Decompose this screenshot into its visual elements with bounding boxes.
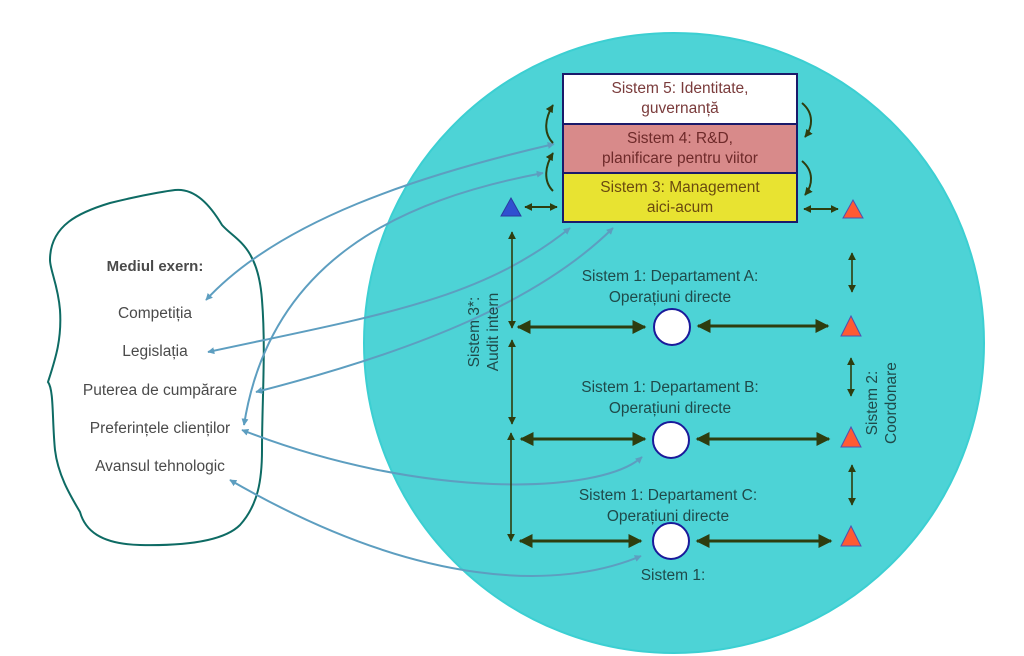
department-a-line1: Sistem 1: Departament A: [581,268,759,285]
link-arrow-s3-puterea [255,227,614,394]
system-5-box: Sistem 5: Identitate, guvernanță [562,73,798,125]
operation-node-a [653,308,691,346]
system-3-line2: aici-acum [646,198,714,216]
department-c-label: Sistem 1: Departament C: Operațiuni dire… [538,485,798,527]
environment-item-preferintele: Preferințele clienților [89,420,231,437]
coordination-triangle-c-icon [840,524,862,547]
audit-line2: Audit intern [485,292,502,372]
system-5-line2: guvernanță [641,100,719,117]
environment-item-puterea: Puterea de cumpărare [82,382,238,399]
environment-item-competitia: Competiția [117,305,193,322]
department-b-line2: Operațiuni directe [608,400,732,417]
system-3-box: Sistem 3: Management aici-acum [562,172,798,223]
department-b-line1: Sistem 1: Departament B: [581,379,759,396]
audit-line1: Sistem 3*: [466,296,483,368]
curve-arrow-s4-to-s3 [801,160,813,196]
department-c-line1: Sistem 1: Departament C: [578,487,758,504]
operation-node-b [652,421,690,459]
system-4-line2: planificare pentru viitor [602,149,758,167]
coordination-line1: Sistem 2: [864,370,881,436]
department-c-line2: Operațiuni directe [606,508,730,525]
department-b-label: Sistem 1: Departament B: Operațiuni dire… [540,377,800,419]
curve-arrow-s3-to-s4 [545,152,554,192]
environment-boundary [46,188,265,547]
coordination-triangle-top-icon [842,198,864,219]
operation-node-c [652,522,690,560]
coordination-triangle-a-icon [840,314,862,337]
system-1-label: Sistem 1: [640,567,706,584]
coordination-line2: Coordonare [883,362,900,444]
audit-label: Sistem 3*: Audit intern [465,277,505,387]
environment-item-legislatia: Legislația [122,343,188,360]
system-4-line1: Sistem 4: R&D, [627,129,733,147]
coordination-triangle-b-icon [840,425,862,448]
system-3-line1: Sistem 3: Management [600,178,760,196]
audit-triangle-icon [500,196,522,217]
curve-arrow-s4-to-s5 [545,104,554,144]
environment-item-avansul: Avansul tehnologic [95,458,225,475]
department-a-line2: Operațiuni directe [608,289,732,306]
link-arrow-deptc-avansul [229,479,642,577]
coordination-label: Sistem 2: Coordonare [863,348,903,458]
department-a-label: Sistem 1: Departament A: Operațiuni dire… [540,266,800,308]
curve-arrow-s5-to-s4 [801,102,813,138]
environment-title: Mediul exern: [106,258,204,275]
system-5-line1: Sistem 5: Identitate, [611,80,749,97]
system-4-box: Sistem 4: R&D, planificare pentru viitor [562,123,798,174]
